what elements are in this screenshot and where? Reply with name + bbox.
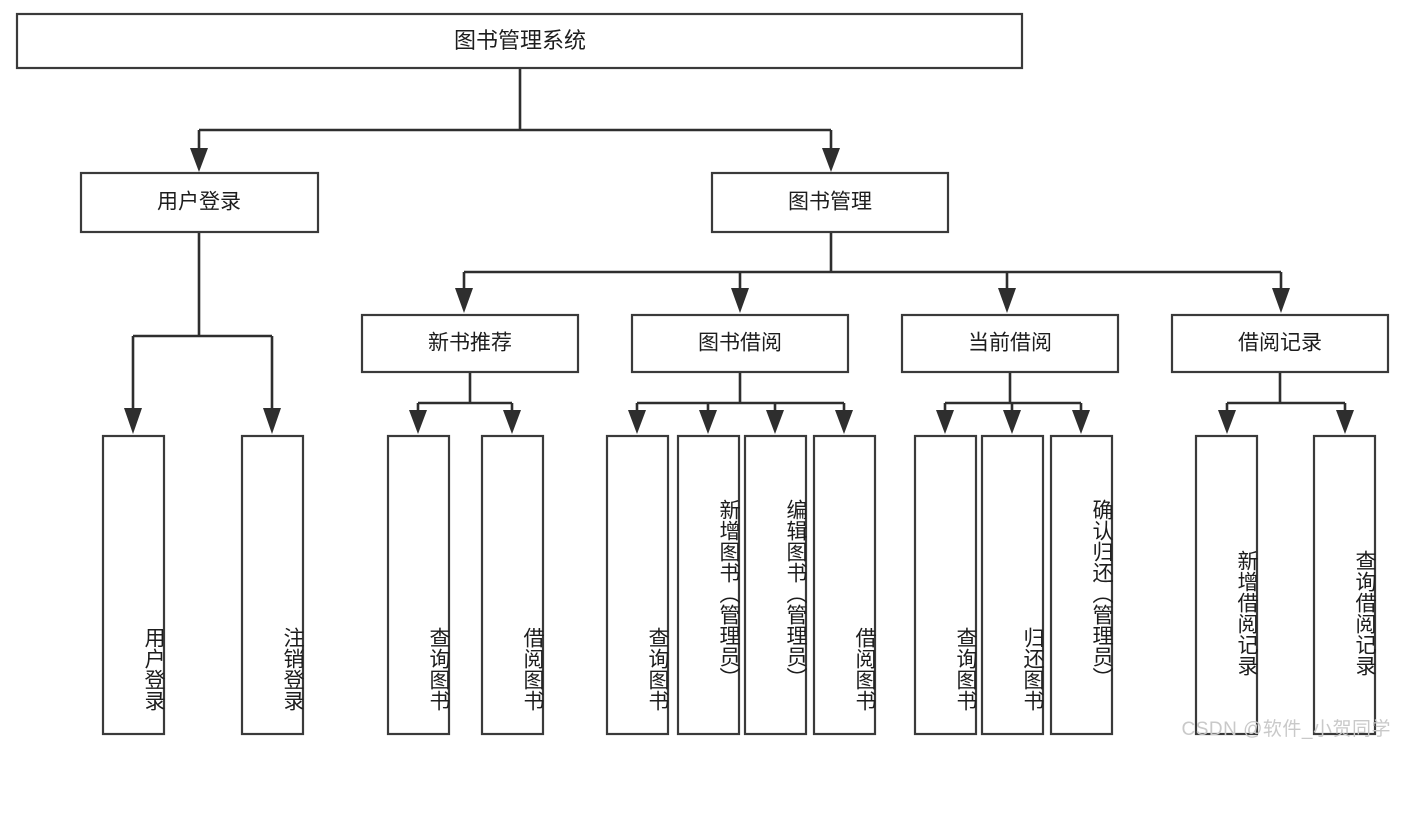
leaf-box-current-query[interactable] [913, 434, 978, 736]
leaf-box-newbook-borrow[interactable] [480, 434, 545, 736]
arrow-record-l1 [1218, 410, 1236, 434]
node-user-login-box[interactable] [79, 171, 320, 234]
node-borrow-record-box[interactable] [1170, 313, 1390, 374]
arrow-book-c3 [998, 288, 1016, 313]
connector-group-book-manage [455, 232, 1290, 313]
leaf-box-borrow-edit[interactable] [743, 434, 808, 736]
diagram-canvas: 图书管理系统 用户登录 图书管理 新书推荐 图书借阅 当前借阅 借阅记录 [15, 12, 1391, 740]
node-book-manage-label: 图书管理 [788, 191, 872, 214]
node-borrow-record-label: 借阅记录 [1238, 332, 1322, 355]
node-root-box[interactable] [15, 12, 1024, 70]
arrow-newbook-l2 [503, 410, 521, 434]
leaf-box-borrow-lend[interactable] [812, 434, 877, 736]
connector-group-new-book [409, 372, 521, 434]
arrow-borrow-l4 [835, 410, 853, 434]
connector-group-user-login [124, 232, 281, 434]
leaf-box-group [101, 434, 1377, 736]
arrow-newbook-l1 [409, 410, 427, 434]
arrow-book-c1 [455, 288, 473, 313]
arrow-borrow-l3 [766, 410, 784, 434]
node-borrow-record[interactable]: 借阅记录 [1170, 313, 1390, 374]
csdn-watermark: CSDN @软件_小贺同学 [1181, 719, 1391, 740]
node-book-borrow-label: 图书借阅 [698, 332, 782, 355]
leaf-box-user-login[interactable] [101, 434, 166, 736]
node-book-manage[interactable]: 图书管理 [710, 171, 950, 234]
node-book-borrow-box[interactable] [630, 313, 850, 374]
leaf-box-current-return[interactable] [980, 434, 1045, 736]
node-new-book-recommend-label: 新书推荐 [428, 332, 512, 355]
connector-group-root [190, 68, 840, 172]
leaf-box-borrow-add[interactable] [676, 434, 741, 736]
node-current-borrow-box[interactable] [900, 313, 1120, 374]
node-root[interactable]: 图书管理系统 [15, 12, 1024, 70]
leaf-box-borrow-query[interactable] [605, 434, 670, 736]
arrow-book-c4 [1272, 288, 1290, 313]
node-current-borrow[interactable]: 当前借阅 [900, 313, 1120, 374]
arrow-current-l3 [1072, 410, 1090, 434]
node-book-borrow[interactable]: 图书借阅 [630, 313, 850, 374]
leaf-box-record-add[interactable] [1194, 434, 1259, 736]
leaf-box-current-confirm[interactable] [1049, 434, 1114, 736]
arrow-borrow-l1 [628, 410, 646, 434]
arrow-root-to-user [190, 148, 208, 172]
node-user-login-label: 用户登录 [157, 191, 241, 214]
connector-group-book-borrow [628, 372, 853, 434]
arrow-current-l1 [936, 410, 954, 434]
node-new-book-recommend-box[interactable] [360, 313, 580, 374]
node-user-login[interactable]: 用户登录 [79, 171, 320, 234]
arrow-borrow-l2 [699, 410, 717, 434]
tree-diagram-svg: 图书管理系统 用户登录 图书管理 新书推荐 图书借阅 当前借阅 借阅记录 [15, 12, 1390, 736]
arrow-book-c2 [731, 288, 749, 313]
arrow-user-leaf1 [124, 408, 142, 434]
node-new-book-recommend[interactable]: 新书推荐 [360, 313, 580, 374]
node-current-borrow-label: 当前借阅 [968, 332, 1052, 355]
connector-group-borrow-record [1218, 372, 1354, 434]
leaf-box-record-query[interactable] [1312, 434, 1377, 736]
node-book-manage-box[interactable] [710, 171, 950, 234]
leaf-box-user-logout[interactable] [240, 434, 305, 736]
node-root-label: 图书管理系统 [454, 28, 586, 53]
leaf-box-newbook-query[interactable] [386, 434, 451, 736]
arrow-root-to-book [822, 148, 840, 172]
connector-group-current-borrow [936, 372, 1090, 434]
arrow-user-leaf2 [263, 408, 281, 434]
arrow-record-l2 [1336, 410, 1354, 434]
arrow-current-l2 [1003, 410, 1021, 434]
